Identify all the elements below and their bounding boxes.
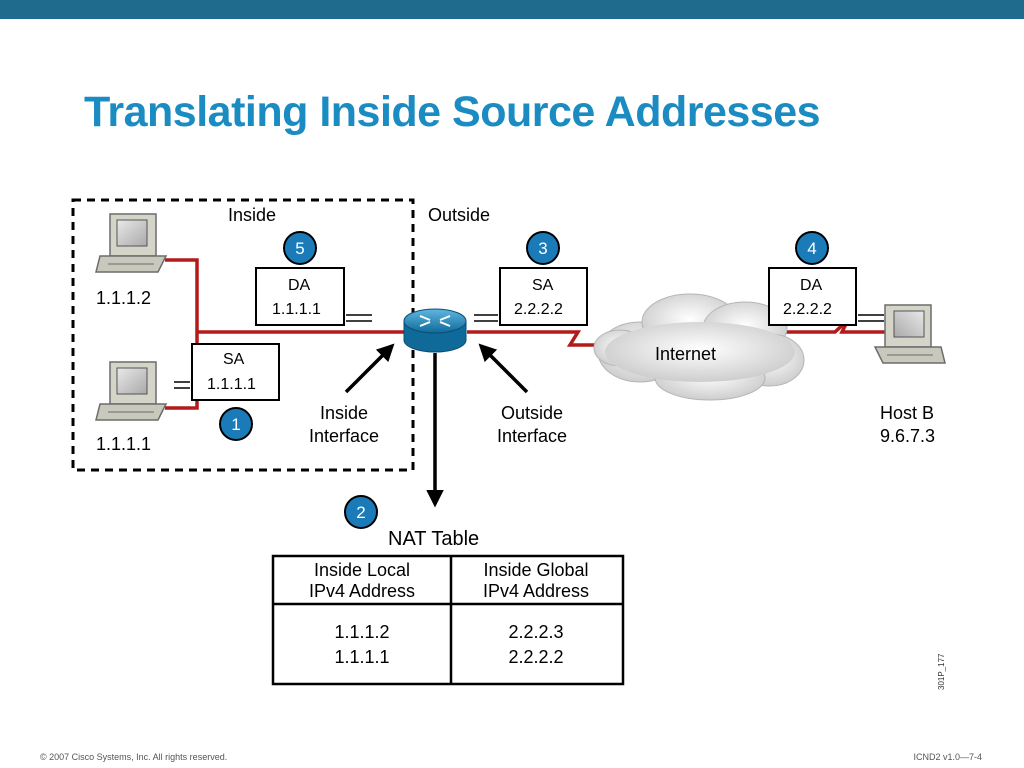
inside-zone-border bbox=[71, 198, 415, 472]
step-badge-5: 5 bbox=[283, 231, 317, 265]
step-badge-4: 4 bbox=[795, 231, 829, 265]
step-number: 5 bbox=[295, 239, 304, 258]
host-b-ip: 9.6.7.3 bbox=[880, 426, 935, 446]
pc-icon bbox=[873, 304, 946, 364]
outside-zone-label: Outside bbox=[428, 205, 490, 225]
nat-col-header-line2: IPv4 Address bbox=[309, 581, 415, 601]
host-ip-inside-top: 1.1.1.2 bbox=[96, 288, 151, 308]
slide-title: Translating Inside Source Addresses bbox=[84, 88, 821, 136]
figure-id: 301P_177 bbox=[937, 653, 946, 690]
nat-cell: 1.1.1.2 bbox=[334, 622, 389, 642]
top-bar bbox=[0, 0, 1024, 19]
packet-field: DA bbox=[288, 277, 311, 294]
packet-step-1: SA 1.1.1.1 bbox=[174, 343, 280, 401]
internet-label: Internet bbox=[655, 344, 716, 364]
nat-cell: 2.2.2.3 bbox=[508, 622, 563, 642]
host-b-name: Host B bbox=[880, 403, 934, 423]
step-badge-3: 3 bbox=[526, 231, 560, 265]
nat-cell: 1.1.1.1 bbox=[334, 647, 389, 667]
packet-address: 1.1.1.1 bbox=[207, 376, 256, 393]
packet-step-5: DA 1.1.1.1 bbox=[255, 267, 372, 326]
packet-step-3: SA 2.2.2.2 bbox=[474, 267, 588, 326]
packet-step-4: DA 2.2.2.2 bbox=[768, 267, 884, 326]
step-number: 1 bbox=[231, 415, 240, 434]
internet-cloud-icon bbox=[593, 293, 805, 401]
outside-interface-label-line1: Outside bbox=[501, 403, 563, 423]
inside-interface-label-line1: Inside bbox=[320, 403, 368, 423]
host-ip-inside-bottom: 1.1.1.1 bbox=[96, 434, 151, 454]
step-badge-1: 1 bbox=[219, 407, 253, 441]
nat-col-header-line1: Inside Local bbox=[314, 560, 410, 580]
packet-address: 1.1.1.1 bbox=[272, 301, 321, 318]
packet-field: SA bbox=[532, 277, 554, 294]
nat-table: Inside Local IPv4 Address Inside Global … bbox=[271, 554, 625, 686]
outside-interface-label-line2: Interface bbox=[497, 426, 567, 446]
router-icon bbox=[403, 308, 467, 353]
nat-table-title: NAT Table bbox=[388, 528, 479, 550]
footer-copyright: © 2007 Cisco Systems, Inc. All rights re… bbox=[40, 752, 228, 762]
packet-address: 2.2.2.2 bbox=[783, 301, 832, 318]
arrows bbox=[344, 343, 529, 508]
step-badge-2: 2 bbox=[344, 495, 378, 529]
pc-icon bbox=[95, 361, 168, 421]
nat-col-header-line2: IPv4 Address bbox=[483, 581, 589, 601]
inside-interface-label-line2: Interface bbox=[309, 426, 379, 446]
packet-address: 2.2.2.2 bbox=[514, 301, 563, 318]
nat-cell: 2.2.2.2 bbox=[508, 647, 563, 667]
inside-zone-label: Inside bbox=[228, 205, 276, 225]
packet-field: DA bbox=[800, 277, 823, 294]
pc-icon bbox=[95, 213, 168, 273]
footer-course-id: ICND2 v1.0—7-4 bbox=[913, 752, 982, 762]
step-number: 4 bbox=[807, 239, 816, 258]
packet-field: SA bbox=[223, 351, 245, 368]
nat-col-header-line1: Inside Global bbox=[483, 560, 588, 580]
step-number: 2 bbox=[356, 503, 365, 522]
step-number: 3 bbox=[538, 239, 547, 258]
